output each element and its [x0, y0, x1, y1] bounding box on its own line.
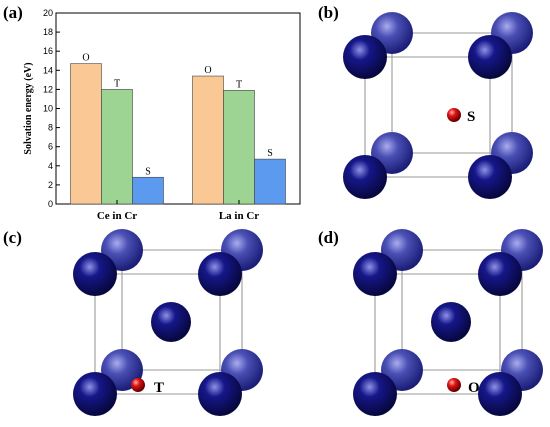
bar [101, 89, 133, 205]
bar-series-label: S [145, 166, 151, 177]
bar-series-label: S [267, 148, 273, 159]
structure-o-site: O [353, 229, 543, 416]
cr-atom-front [73, 252, 117, 296]
cr-atom-center [431, 302, 471, 342]
cr-atom-front [478, 372, 522, 416]
y-tick-label: 4 [48, 161, 53, 171]
cr-atom-front [73, 372, 117, 416]
panel-label-d: (d) [318, 228, 339, 247]
cr-atom-front [198, 252, 242, 296]
x-category-label: Ce in Cr [97, 210, 137, 222]
cr-atom-center [151, 302, 191, 342]
bar-series-label: O [204, 65, 211, 76]
bar-series-label: O [82, 53, 89, 64]
y-tick-label: 10 [43, 104, 53, 114]
bar-series-label: T [236, 79, 242, 90]
site-label: T [154, 380, 164, 396]
panel-label-b: (b) [318, 3, 339, 22]
cr-atom-front [478, 252, 522, 296]
impurity-atom [131, 378, 145, 392]
cr-atom-front [468, 35, 512, 79]
y-tick-label: 2 [48, 180, 53, 190]
y-tick-label: 8 [48, 123, 53, 133]
site-label: O [468, 380, 480, 396]
bar [70, 63, 102, 205]
structure-t-site: T [73, 229, 263, 416]
x-category-label: La in Cr [219, 210, 259, 222]
cr-atom-front [343, 155, 387, 199]
panel-label-c: (c) [3, 228, 22, 247]
bar [192, 75, 224, 205]
impurity-atom [447, 108, 461, 122]
y-tick-label: 18 [43, 27, 53, 37]
structure-s-site: S [343, 12, 533, 199]
y-axis-label: Solvation energy (eV) [23, 62, 34, 154]
cr-atom-front [343, 35, 387, 79]
y-tick-label: 12 [43, 84, 53, 94]
cr-atom-front [198, 372, 242, 416]
impurity-atom [447, 378, 461, 392]
bar [254, 158, 286, 205]
y-tick-label: 16 [43, 46, 53, 56]
cr-atom-front [353, 372, 397, 416]
y-tick-label: 6 [48, 142, 53, 152]
bar [132, 176, 164, 205]
bar-series-label: T [114, 78, 120, 89]
site-label: S [467, 109, 475, 125]
y-tick-label: 20 [43, 8, 53, 18]
y-tick-label: 14 [43, 65, 53, 75]
cr-atom-front [353, 252, 397, 296]
y-tick-label: 0 [48, 199, 53, 209]
bar [223, 90, 255, 205]
cr-atom-front [468, 155, 512, 199]
panel-label-a: (a) [3, 3, 23, 22]
